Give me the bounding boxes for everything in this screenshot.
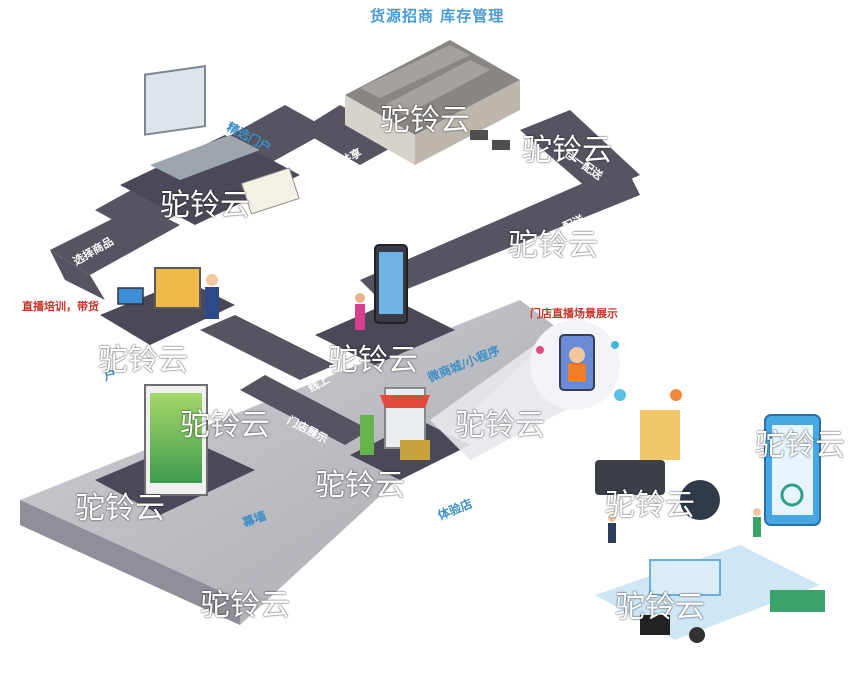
live-training-platform [100, 267, 235, 345]
road-middle [200, 315, 335, 380]
base-floor-edge [20, 500, 240, 625]
live-scene-bubble [430, 320, 620, 460]
base-floor [20, 300, 560, 625]
warehouse [345, 40, 520, 165]
label-live-scene: 门店直播场景展示 [530, 307, 618, 320]
road-left-down [50, 250, 105, 300]
road-up [300, 105, 405, 165]
portal-platform [120, 65, 300, 225]
road-left [50, 205, 180, 275]
curtain-wall-platform [95, 384, 255, 515]
road-warehouse [520, 110, 640, 195]
mall-platform [315, 244, 455, 365]
road-right [360, 165, 640, 300]
road-store [240, 375, 370, 445]
store-platform [350, 387, 470, 480]
studio-illustration [595, 389, 825, 643]
diagram-title: 货源招商 库存管理 [370, 7, 505, 25]
label-live-training: 直播培训，带货 [22, 300, 99, 313]
